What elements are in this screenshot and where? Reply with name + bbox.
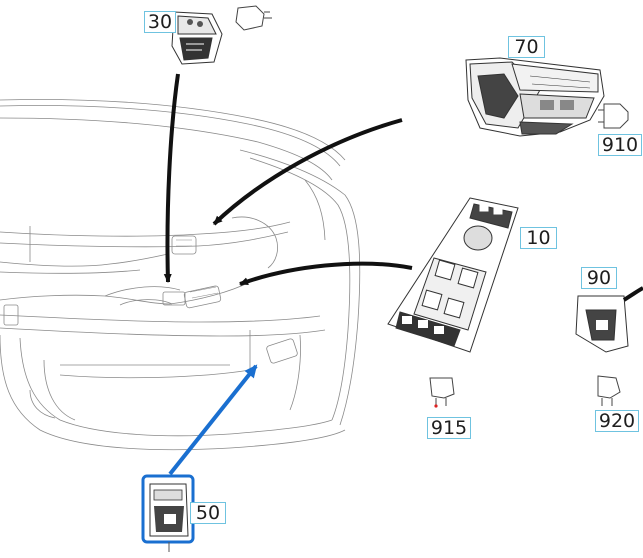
callout-90[interactable]: 90	[581, 267, 617, 289]
callout-10[interactable]: 10	[520, 227, 557, 249]
callout-50[interactable]: 50	[190, 502, 226, 524]
part-70-seat-adjust-unit	[465, 57, 605, 137]
connector-920	[597, 375, 621, 406]
highlight-arrow	[168, 364, 258, 476]
connector-915	[429, 377, 455, 408]
callout-920[interactable]: 920	[595, 410, 639, 432]
part-50-window-switch	[141, 474, 195, 552]
part-10-window-switch-panel	[387, 197, 519, 353]
connector-30	[235, 5, 272, 31]
part-30-seat-switch	[171, 11, 223, 65]
door-panel-illustration	[0, 99, 361, 451]
leader-arrows	[163, 73, 643, 302]
callout-915[interactable]: 915	[427, 417, 471, 439]
callout-70[interactable]: 70	[508, 36, 545, 58]
callout-30[interactable]: 30	[144, 11, 176, 33]
connector-910	[598, 103, 629, 129]
callout-910[interactable]: 910	[598, 134, 642, 156]
part-90-passenger-switch	[575, 295, 629, 353]
